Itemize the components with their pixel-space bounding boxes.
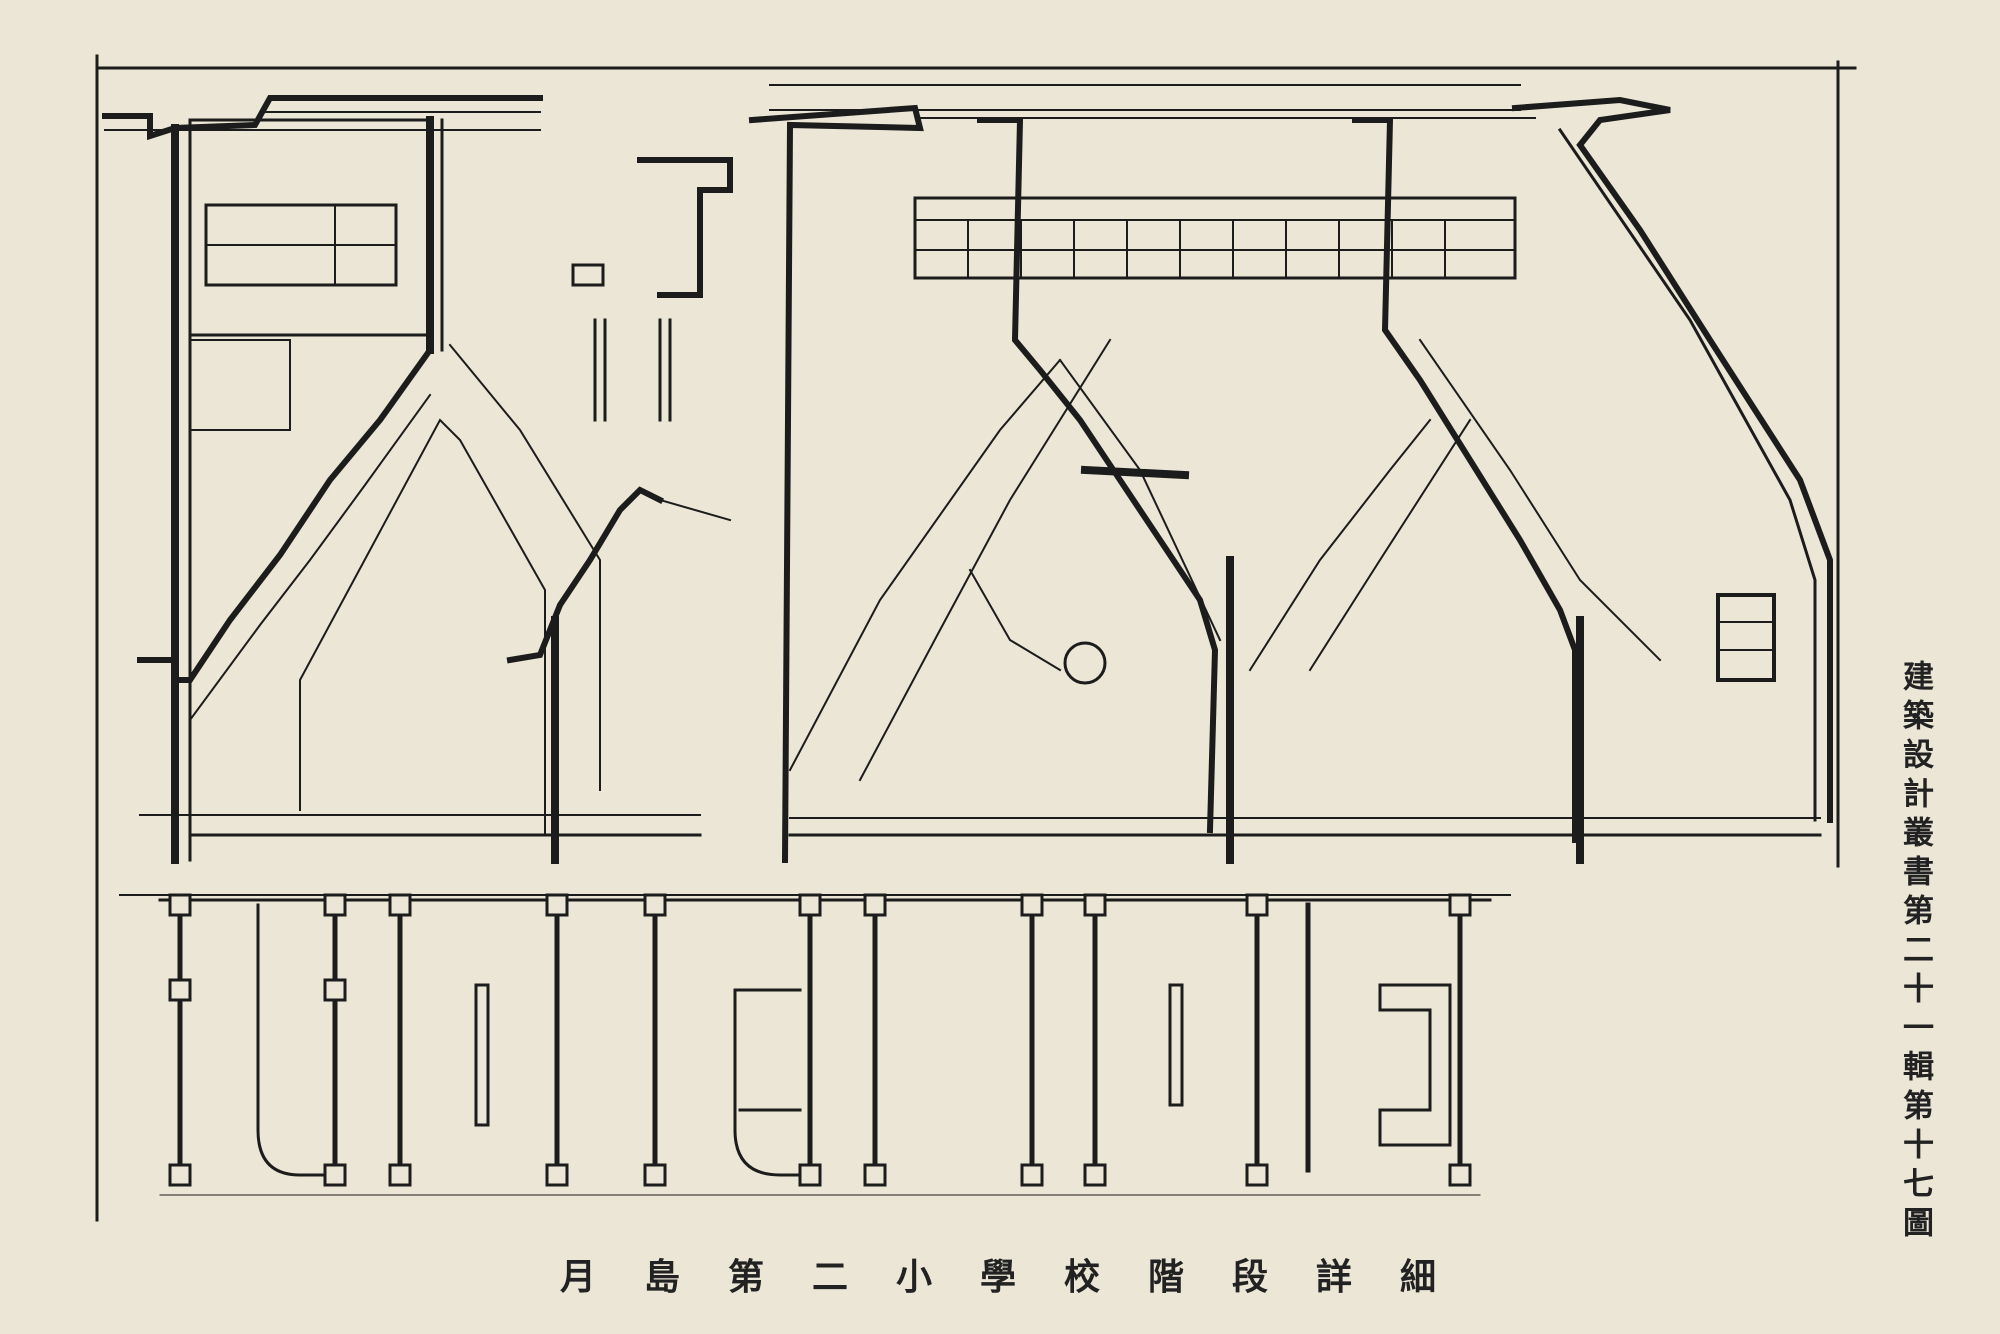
center-detail <box>571 157 733 422</box>
frame-lines <box>95 54 1857 1222</box>
plan-views <box>119 893 1511 1196</box>
plate-title: 月島第二小學校階段詳細 <box>560 1257 1485 1298</box>
side-caption: 建築設計叢書第二十一輯第十七圖 <box>1897 660 1933 1245</box>
left-section <box>102 95 732 864</box>
right-section <box>748 84 1833 864</box>
